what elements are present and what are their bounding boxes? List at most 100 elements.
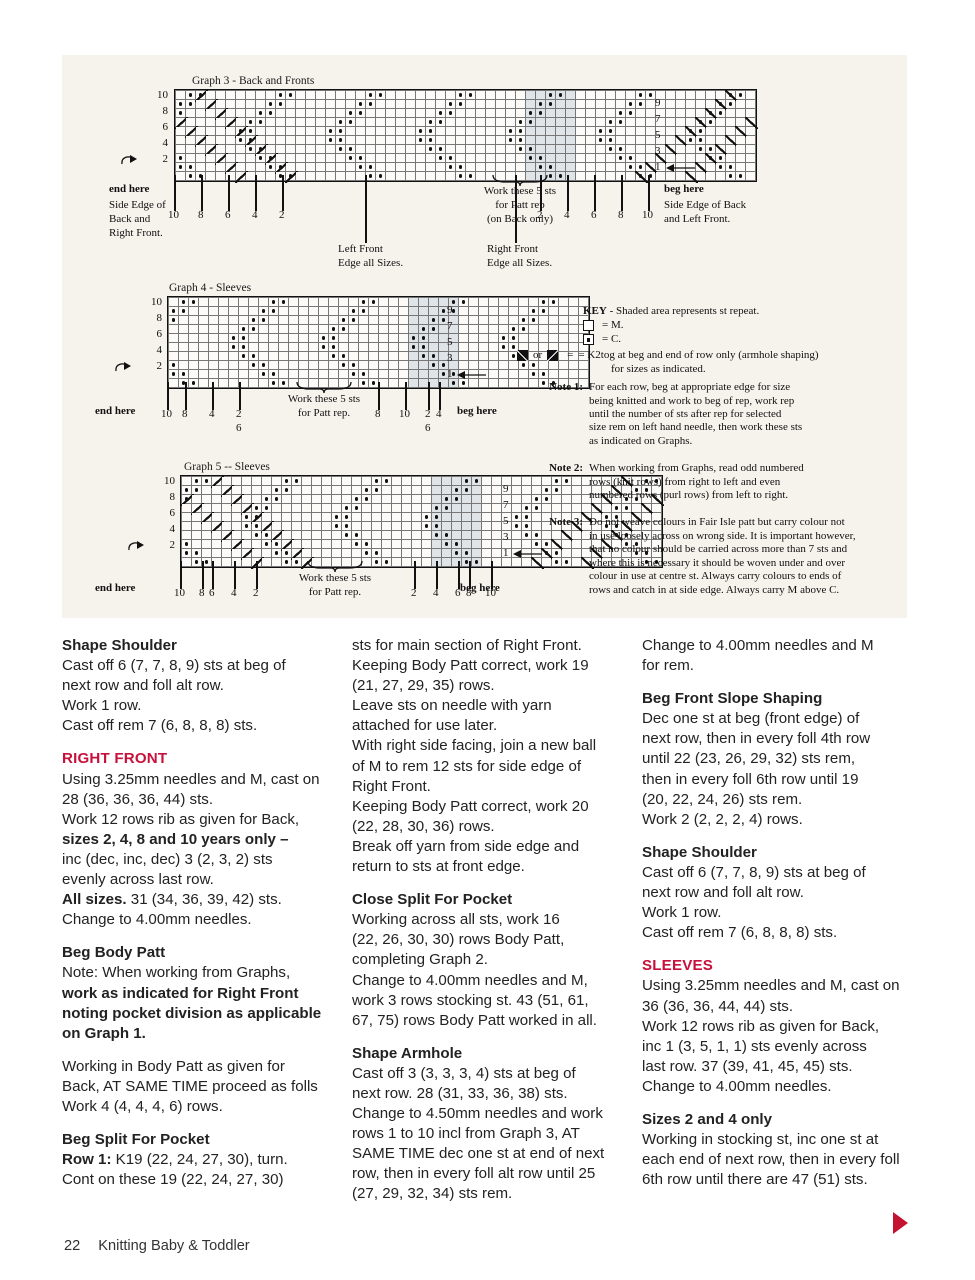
- chart-cell: [515, 144, 526, 154]
- chart-cell: [695, 126, 706, 136]
- paragraph-gap: [62, 930, 330, 943]
- chart-cell: [335, 162, 346, 172]
- chart-cell: [421, 530, 432, 540]
- chart-cell: [258, 297, 269, 307]
- chart-cell: [675, 144, 686, 154]
- chart-cell: [391, 539, 402, 549]
- chart-cell: [385, 162, 396, 172]
- chart-cell: [415, 99, 426, 109]
- paragraph-gap: [352, 1031, 620, 1044]
- chart-cell: [301, 494, 312, 504]
- chart-cell: [235, 99, 246, 109]
- chart-cell: [458, 297, 469, 307]
- chart-cell: [705, 126, 716, 136]
- chart-cell: [465, 126, 476, 136]
- chart-cell: [248, 297, 259, 307]
- chart-cell: [191, 503, 204, 515]
- chart-cell: [271, 530, 284, 542]
- chart-cell: [311, 503, 322, 513]
- note-3-line-6: rows and catch in at side edge. Always c…: [589, 583, 840, 596]
- note-3-line-4: where this is necessary it should be wov…: [589, 556, 845, 569]
- chart-cell: [381, 557, 392, 567]
- graph-4-rtick-line-8: [378, 382, 380, 410]
- key-heading-row: KEY - Shaded area represents st repeat.: [517, 305, 902, 318]
- chart-cell: [365, 144, 376, 154]
- chart-cell: [268, 333, 279, 343]
- chart-cell: [195, 135, 208, 147]
- chart-cell: [278, 306, 289, 316]
- chart-cell: [218, 297, 229, 307]
- graph-4-left-tick-2: 2: [236, 408, 242, 420]
- chart-cell: [421, 494, 432, 504]
- chart-cell: [241, 503, 254, 515]
- chart-cell: [391, 557, 402, 567]
- chart-cell: [201, 521, 212, 531]
- chart-cell: [375, 153, 386, 163]
- chart-cell: [308, 351, 319, 361]
- chart-cell: [361, 539, 372, 549]
- chart-cell: [228, 297, 239, 307]
- chart-cell: [305, 162, 316, 172]
- chart-cell: [595, 153, 606, 163]
- instruction-line: Working in stocking st, inc one st at: [642, 1131, 879, 1149]
- chart-cell: [505, 117, 516, 127]
- chart-cell: [431, 530, 442, 540]
- chart-row: [175, 108, 756, 120]
- chart-cell: [168, 315, 179, 325]
- chart-cell: [585, 126, 596, 136]
- instruction-line: Using 3.25mm needles and M, cast on: [62, 770, 320, 788]
- chart-cell: [275, 126, 286, 136]
- chart-cell: [441, 557, 452, 567]
- chart-cell: [198, 351, 209, 361]
- chart-cell: [175, 135, 186, 145]
- chart-cell: [555, 135, 566, 145]
- chart-cell: [298, 333, 309, 343]
- note-3-line-1: Do not weave colours in Fair Isle patt b…: [589, 516, 845, 529]
- chart-cell: [245, 153, 256, 163]
- chart-cell: [565, 126, 576, 136]
- chart-cell: [228, 315, 239, 325]
- chart-cell: [385, 117, 396, 127]
- chart-cell: [235, 171, 248, 183]
- chart-row: [181, 503, 662, 515]
- chart-cell: [595, 135, 606, 145]
- chart-cell: [335, 144, 346, 154]
- chart-cell: [411, 485, 422, 495]
- chart-cell: [221, 548, 232, 558]
- chart-cell: [465, 144, 476, 154]
- chart-cell: [358, 315, 369, 325]
- chart-cell: [421, 521, 432, 531]
- chart-cell: [415, 144, 426, 154]
- graph-5-tick-line-2: [256, 561, 258, 589]
- graph-4-right-tick-10: 10: [399, 408, 410, 420]
- square-dot-c-icon: [583, 334, 594, 346]
- chart-cell: [201, 512, 214, 524]
- graph-4-left-tick-8: 8: [182, 408, 188, 420]
- chart-cell: [411, 476, 422, 486]
- chart-cell: [215, 126, 226, 136]
- chart-cell: [545, 117, 556, 127]
- instruction-line: Work 2 (2, 2, 2, 4) rows.: [642, 810, 803, 828]
- chart-cell: [261, 521, 274, 533]
- chart-cell: [231, 539, 244, 551]
- chart-cell: [595, 171, 606, 181]
- graph-3-rtick-line-4: [567, 175, 569, 211]
- chart-cell: [308, 297, 319, 307]
- chart-cell: [735, 153, 746, 163]
- chart-cell: [218, 306, 229, 316]
- chart-cell: [471, 503, 482, 513]
- chart-cell: [395, 144, 406, 154]
- chart-cell: [265, 90, 276, 100]
- graph-3-rtick-line-8: [621, 175, 623, 211]
- graph-5-repeat-line-1: Work these 5 sts: [298, 572, 372, 584]
- chart-cell: [625, 99, 636, 109]
- chart-cell: [515, 153, 526, 163]
- chart-cell: [525, 153, 536, 163]
- chart-cell: [408, 306, 419, 316]
- chart-cell: [345, 126, 356, 136]
- chart-cell: [208, 324, 219, 334]
- chart-cell: [468, 342, 479, 352]
- chart-cell: [635, 90, 646, 100]
- instruction-line: Change to 4.50mm needles and work: [352, 1105, 603, 1123]
- chart-cell: [395, 153, 406, 163]
